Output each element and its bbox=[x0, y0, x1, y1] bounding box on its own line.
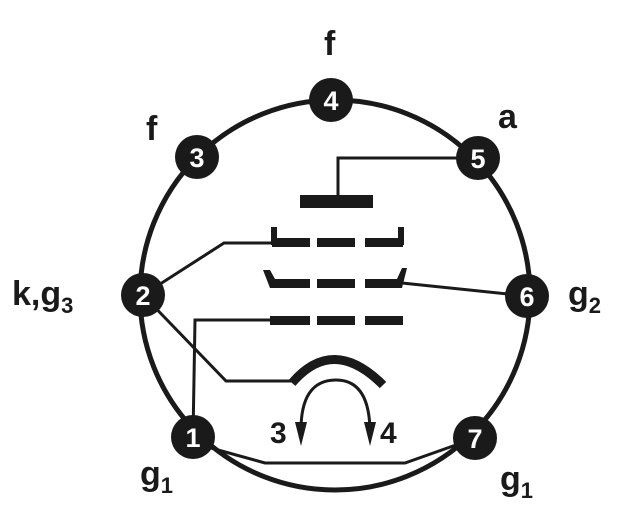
cathode-lead bbox=[141, 293, 292, 383]
pin-5-label: a bbox=[498, 98, 518, 136]
pin-5: 5 bbox=[456, 136, 500, 180]
g3-grid-dash bbox=[317, 238, 355, 247]
pin-2: 2 bbox=[121, 273, 165, 317]
g3-grid-dash bbox=[272, 238, 310, 247]
pin-4-label: f bbox=[324, 25, 336, 63]
pin-7: 7 bbox=[453, 416, 497, 460]
heater-label-left: 3 bbox=[270, 417, 287, 450]
g2-grid-dash bbox=[263, 270, 310, 288]
g1-bridge-lead bbox=[199, 438, 471, 465]
svg-text:7: 7 bbox=[467, 424, 482, 454]
cathode-arc bbox=[288, 355, 387, 389]
svg-text:1: 1 bbox=[185, 423, 200, 453]
g1-grid-dash bbox=[270, 316, 310, 325]
svg-text:6: 6 bbox=[519, 282, 534, 312]
g3-lead bbox=[142, 241, 272, 297]
g2-grid-dash bbox=[317, 279, 355, 288]
g1-grid-dash bbox=[317, 316, 355, 325]
svg-text:2: 2 bbox=[135, 281, 150, 311]
pin-3-label: f bbox=[146, 110, 158, 148]
svg-text:5: 5 bbox=[470, 144, 485, 174]
heater-label-right: 4 bbox=[380, 417, 397, 450]
g1-lead bbox=[191, 318, 270, 438]
pin-7-label: g1 bbox=[500, 460, 533, 503]
g3-grid-dash bbox=[365, 238, 403, 247]
g1-grid-dash bbox=[365, 316, 403, 325]
electrodes bbox=[263, 195, 407, 325]
pin-4: 4 bbox=[309, 78, 353, 122]
pin-1: 1 bbox=[171, 415, 215, 459]
g3-grid-tick bbox=[398, 227, 404, 245]
anode-plate bbox=[300, 195, 373, 208]
anode-lead bbox=[336, 156, 470, 196]
svg-text:3: 3 bbox=[189, 143, 204, 173]
heater-symbol: 3 4 bbox=[270, 378, 397, 450]
arrow-down-icon bbox=[295, 422, 307, 446]
pin-2-label: k,g3 bbox=[12, 275, 73, 318]
arrow-down-icon bbox=[364, 422, 376, 446]
pin-6: 6 bbox=[505, 274, 549, 318]
g3-grid-tick bbox=[271, 227, 277, 245]
pin-6-label: g2 bbox=[568, 275, 601, 318]
svg-text:4: 4 bbox=[323, 86, 338, 116]
pin-1-label: g1 bbox=[140, 455, 173, 498]
g2-grid-dash bbox=[365, 268, 407, 288]
pin-3: 3 bbox=[175, 135, 219, 179]
